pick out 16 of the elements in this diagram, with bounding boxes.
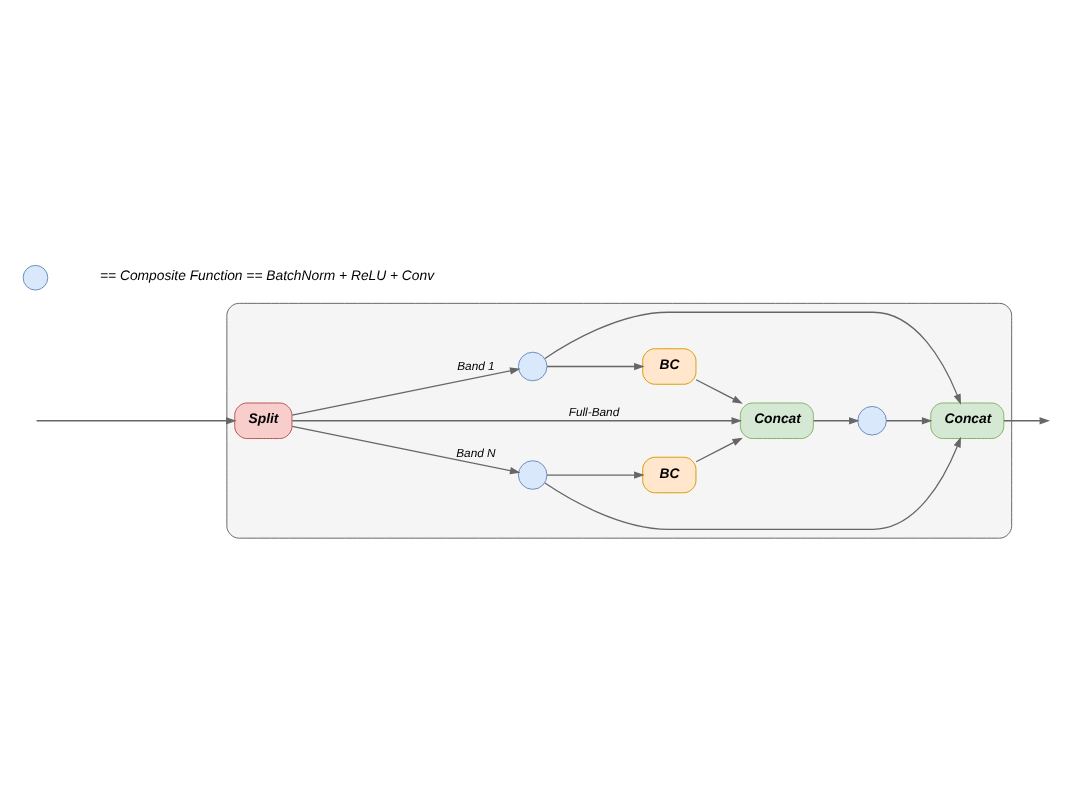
arrow xyxy=(35,417,237,425)
arrow xyxy=(695,437,743,463)
node-circle xyxy=(517,460,548,490)
arrow xyxy=(291,367,521,416)
arrow xyxy=(544,436,961,530)
arrow xyxy=(813,417,860,425)
arrow xyxy=(546,362,645,371)
arrow xyxy=(544,311,961,405)
arrow xyxy=(546,471,645,479)
arrow xyxy=(695,379,743,404)
node-circle xyxy=(517,351,548,382)
arrow xyxy=(291,417,742,425)
node-circle xyxy=(857,405,887,436)
arrow xyxy=(1003,417,1051,425)
arrow xyxy=(291,425,521,475)
arrow xyxy=(885,417,933,425)
